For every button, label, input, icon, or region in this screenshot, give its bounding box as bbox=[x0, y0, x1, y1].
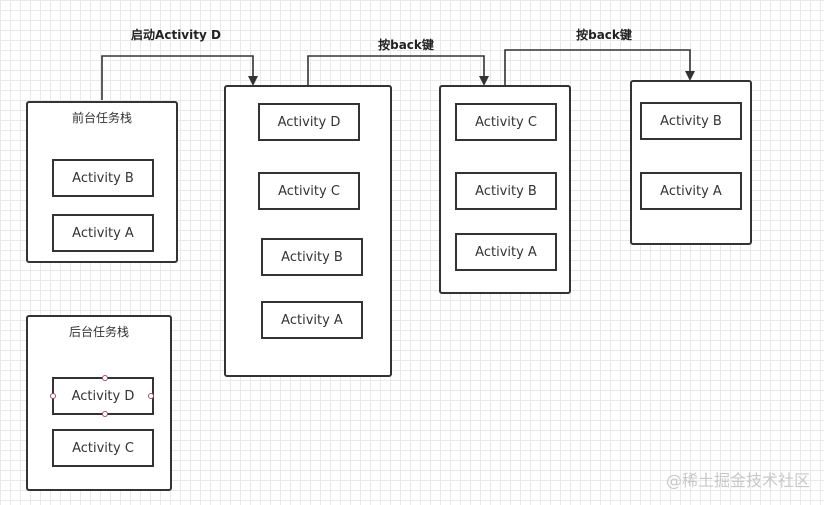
connector-label-start-activity-d: 启动Activity D bbox=[131, 28, 221, 42]
selection-handle-top bbox=[102, 375, 108, 381]
stack-after-back-1-activity-c: Activity C bbox=[455, 103, 557, 141]
background-activity-d: Activity D bbox=[50, 375, 154, 417]
stack-after-start-activity-b: Activity B bbox=[261, 238, 363, 276]
arrow-back-2 bbox=[504, 49, 695, 85]
stack-after-back-1-activity-b: Activity B bbox=[455, 172, 557, 210]
stack-after-back-2-activity-b: Activity B bbox=[640, 102, 742, 140]
stack-after-back-1-activity-a: Activity A bbox=[455, 233, 557, 271]
background-task-stack-title: 后台任务栈 bbox=[68, 325, 129, 339]
foreground-activity-a: Activity A bbox=[52, 214, 154, 252]
background-activity-d-label: Activity D bbox=[71, 388, 135, 404]
watermark: @稀土掘金技术社区 bbox=[665, 471, 810, 490]
selection-handle-bottom bbox=[102, 411, 108, 417]
stack-after-start-activity-a: Activity A bbox=[261, 301, 363, 339]
selection-handle-right bbox=[148, 393, 154, 399]
stack-after-start: Activity D Activity C Activity B Activit… bbox=[224, 85, 392, 377]
arrow-back-1 bbox=[307, 55, 489, 86]
arrow-start-activity-d bbox=[101, 55, 258, 100]
selection-handle-left bbox=[50, 393, 56, 399]
foreground-activity-b: Activity B bbox=[52, 159, 154, 197]
background-task-stack: 后台任务栈 Activity D Activity C bbox=[26, 315, 172, 491]
stack-after-back-2: Activity B Activity A bbox=[630, 80, 752, 245]
stack-after-start-activity-c: Activity C bbox=[258, 172, 360, 210]
stack-after-back-1: Activity C Activity B Activity A bbox=[439, 85, 571, 294]
foreground-task-stack: 前台任务栈 Activity B Activity A bbox=[26, 101, 178, 263]
foreground-task-stack-title: 前台任务栈 bbox=[71, 111, 132, 125]
connector-label-back-1: 按back键 bbox=[378, 38, 434, 52]
stack-after-back-2-activity-a: Activity A bbox=[640, 172, 742, 210]
connector-label-back-2: 按back键 bbox=[576, 28, 632, 42]
background-activity-c: Activity C bbox=[52, 429, 154, 467]
stack-after-start-activity-d: Activity D bbox=[258, 103, 360, 141]
